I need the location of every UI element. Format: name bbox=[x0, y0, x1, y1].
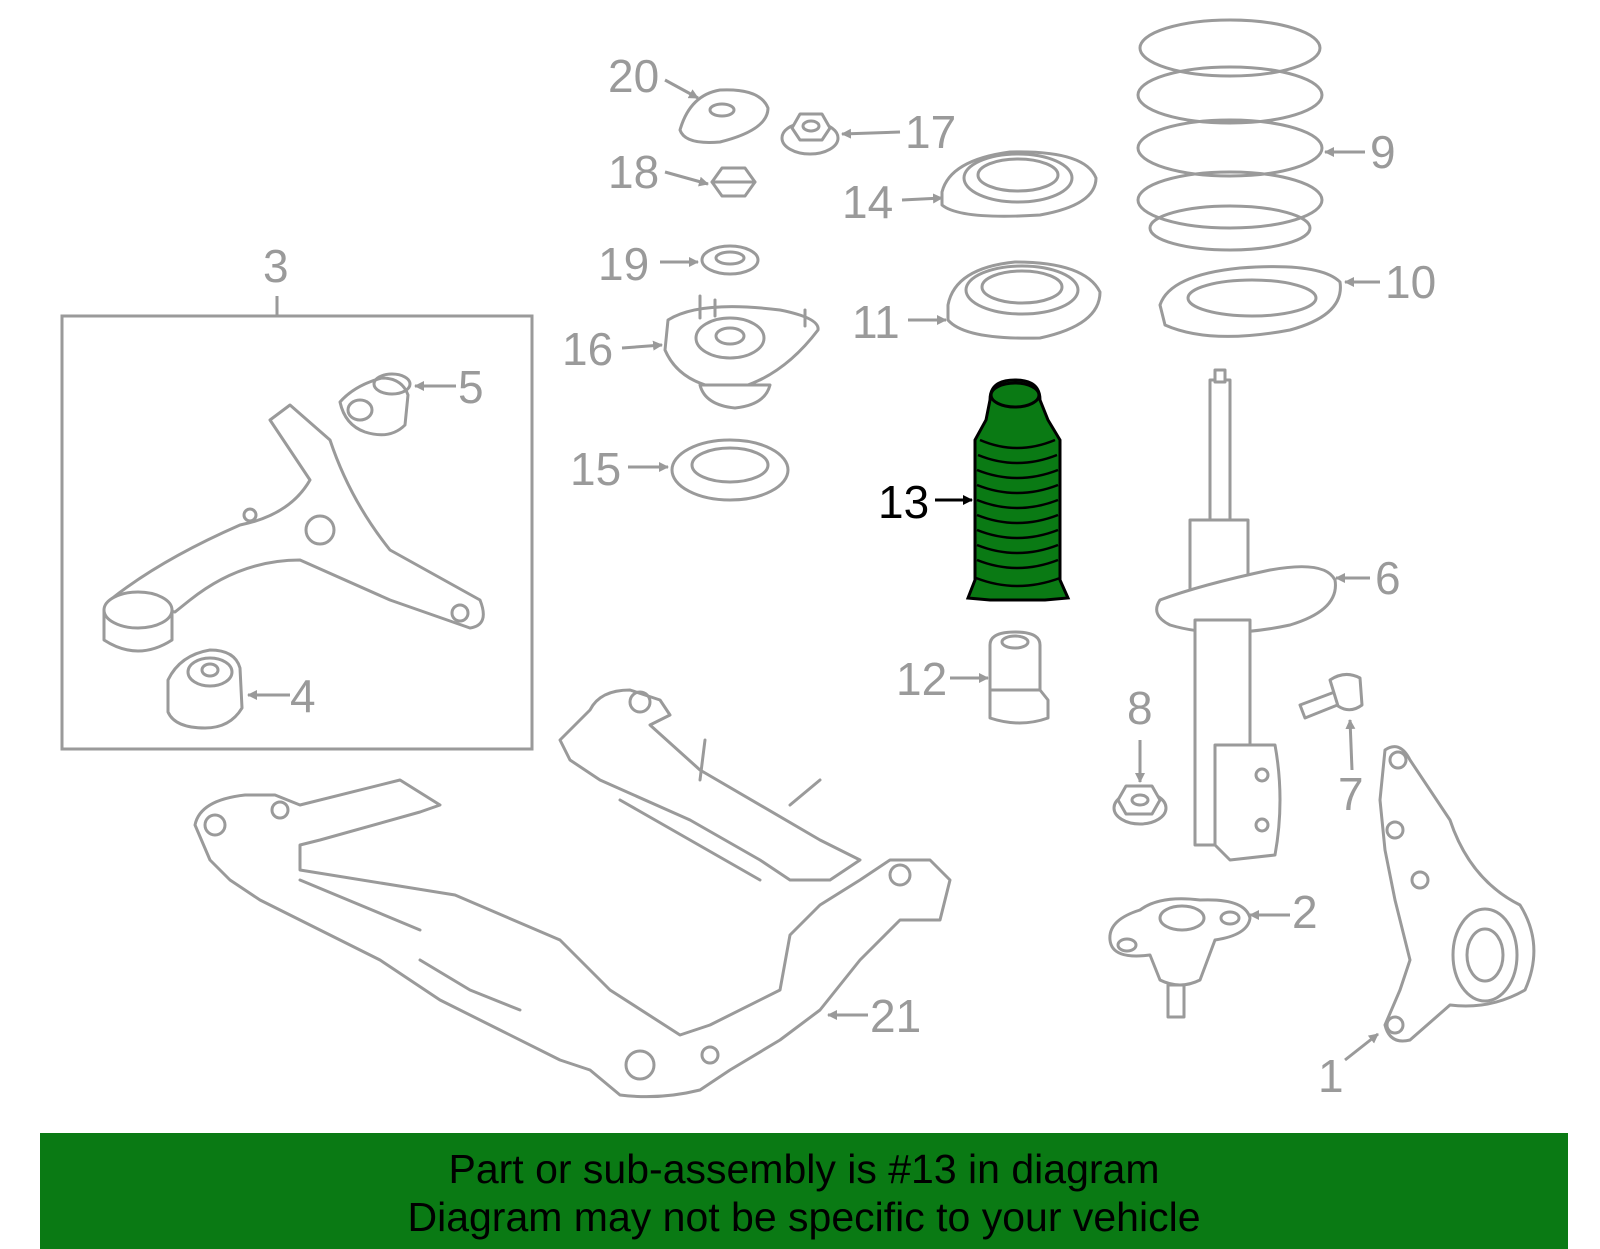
callout-6: 6 bbox=[1375, 552, 1401, 604]
callout-5: 5 bbox=[458, 361, 484, 413]
part-3-lower-control-arm bbox=[102, 403, 485, 653]
callout-15: 15 bbox=[570, 443, 621, 495]
callout-4: 4 bbox=[290, 670, 316, 722]
callout-20: 20 bbox=[608, 50, 659, 102]
part-3-group-box bbox=[60, 314, 534, 751]
part-5-bushing bbox=[338, 372, 412, 437]
callout-16: 16 bbox=[562, 323, 613, 375]
part-21-subframe bbox=[193, 688, 952, 1099]
part-10-lower-seat bbox=[1158, 265, 1342, 338]
part-12-bump-stop bbox=[988, 630, 1050, 725]
part-20-cap bbox=[678, 88, 770, 144]
callout-1: 1 bbox=[1318, 1050, 1344, 1102]
callout-2: 2 bbox=[1292, 886, 1318, 938]
part-14-spring-seat bbox=[940, 150, 1098, 218]
callout-8: 8 bbox=[1127, 682, 1153, 734]
part-15-bearing bbox=[670, 438, 790, 502]
part-18-hex-nut bbox=[710, 166, 757, 198]
callout-3: 3 bbox=[263, 240, 289, 292]
callout-11: 11 bbox=[852, 296, 900, 348]
callout-17: 17 bbox=[905, 106, 956, 158]
callout-18: 18 bbox=[608, 146, 659, 198]
callout-21: 21 bbox=[870, 990, 921, 1042]
part-1-knuckle bbox=[1378, 745, 1536, 1043]
part-16-strut-mount bbox=[663, 294, 820, 410]
info-banner-line-2: Diagram may not be specific to your vehi… bbox=[407, 1194, 1201, 1240]
part-9-coil-spring bbox=[1136, 18, 1324, 252]
part-2-ball-joint bbox=[1108, 897, 1252, 1019]
callout-12: 12 bbox=[896, 653, 947, 705]
callout-14: 14 bbox=[842, 176, 893, 228]
info-banner-line-1: Part or sub-assembly is #13 in diagram bbox=[448, 1146, 1160, 1192]
part-13-dust-boot bbox=[965, 378, 1071, 602]
part-6-strut bbox=[1155, 368, 1337, 862]
part-7-bolt bbox=[1298, 673, 1364, 720]
part-4-bushing bbox=[166, 648, 244, 730]
part-17-nut bbox=[780, 112, 840, 156]
callout-13: 13 bbox=[878, 476, 929, 528]
part-19-washer bbox=[700, 244, 760, 276]
callout-9: 9 bbox=[1370, 126, 1396, 178]
callout-10: 10 bbox=[1385, 256, 1436, 308]
part-11-spring-pad bbox=[946, 260, 1102, 340]
part-8-nut bbox=[1112, 784, 1168, 826]
info-banner: Part or sub-assembly is #13 in diagram D… bbox=[40, 1133, 1568, 1249]
callout-7: 7 bbox=[1338, 768, 1364, 820]
callout-19: 19 bbox=[598, 238, 649, 290]
